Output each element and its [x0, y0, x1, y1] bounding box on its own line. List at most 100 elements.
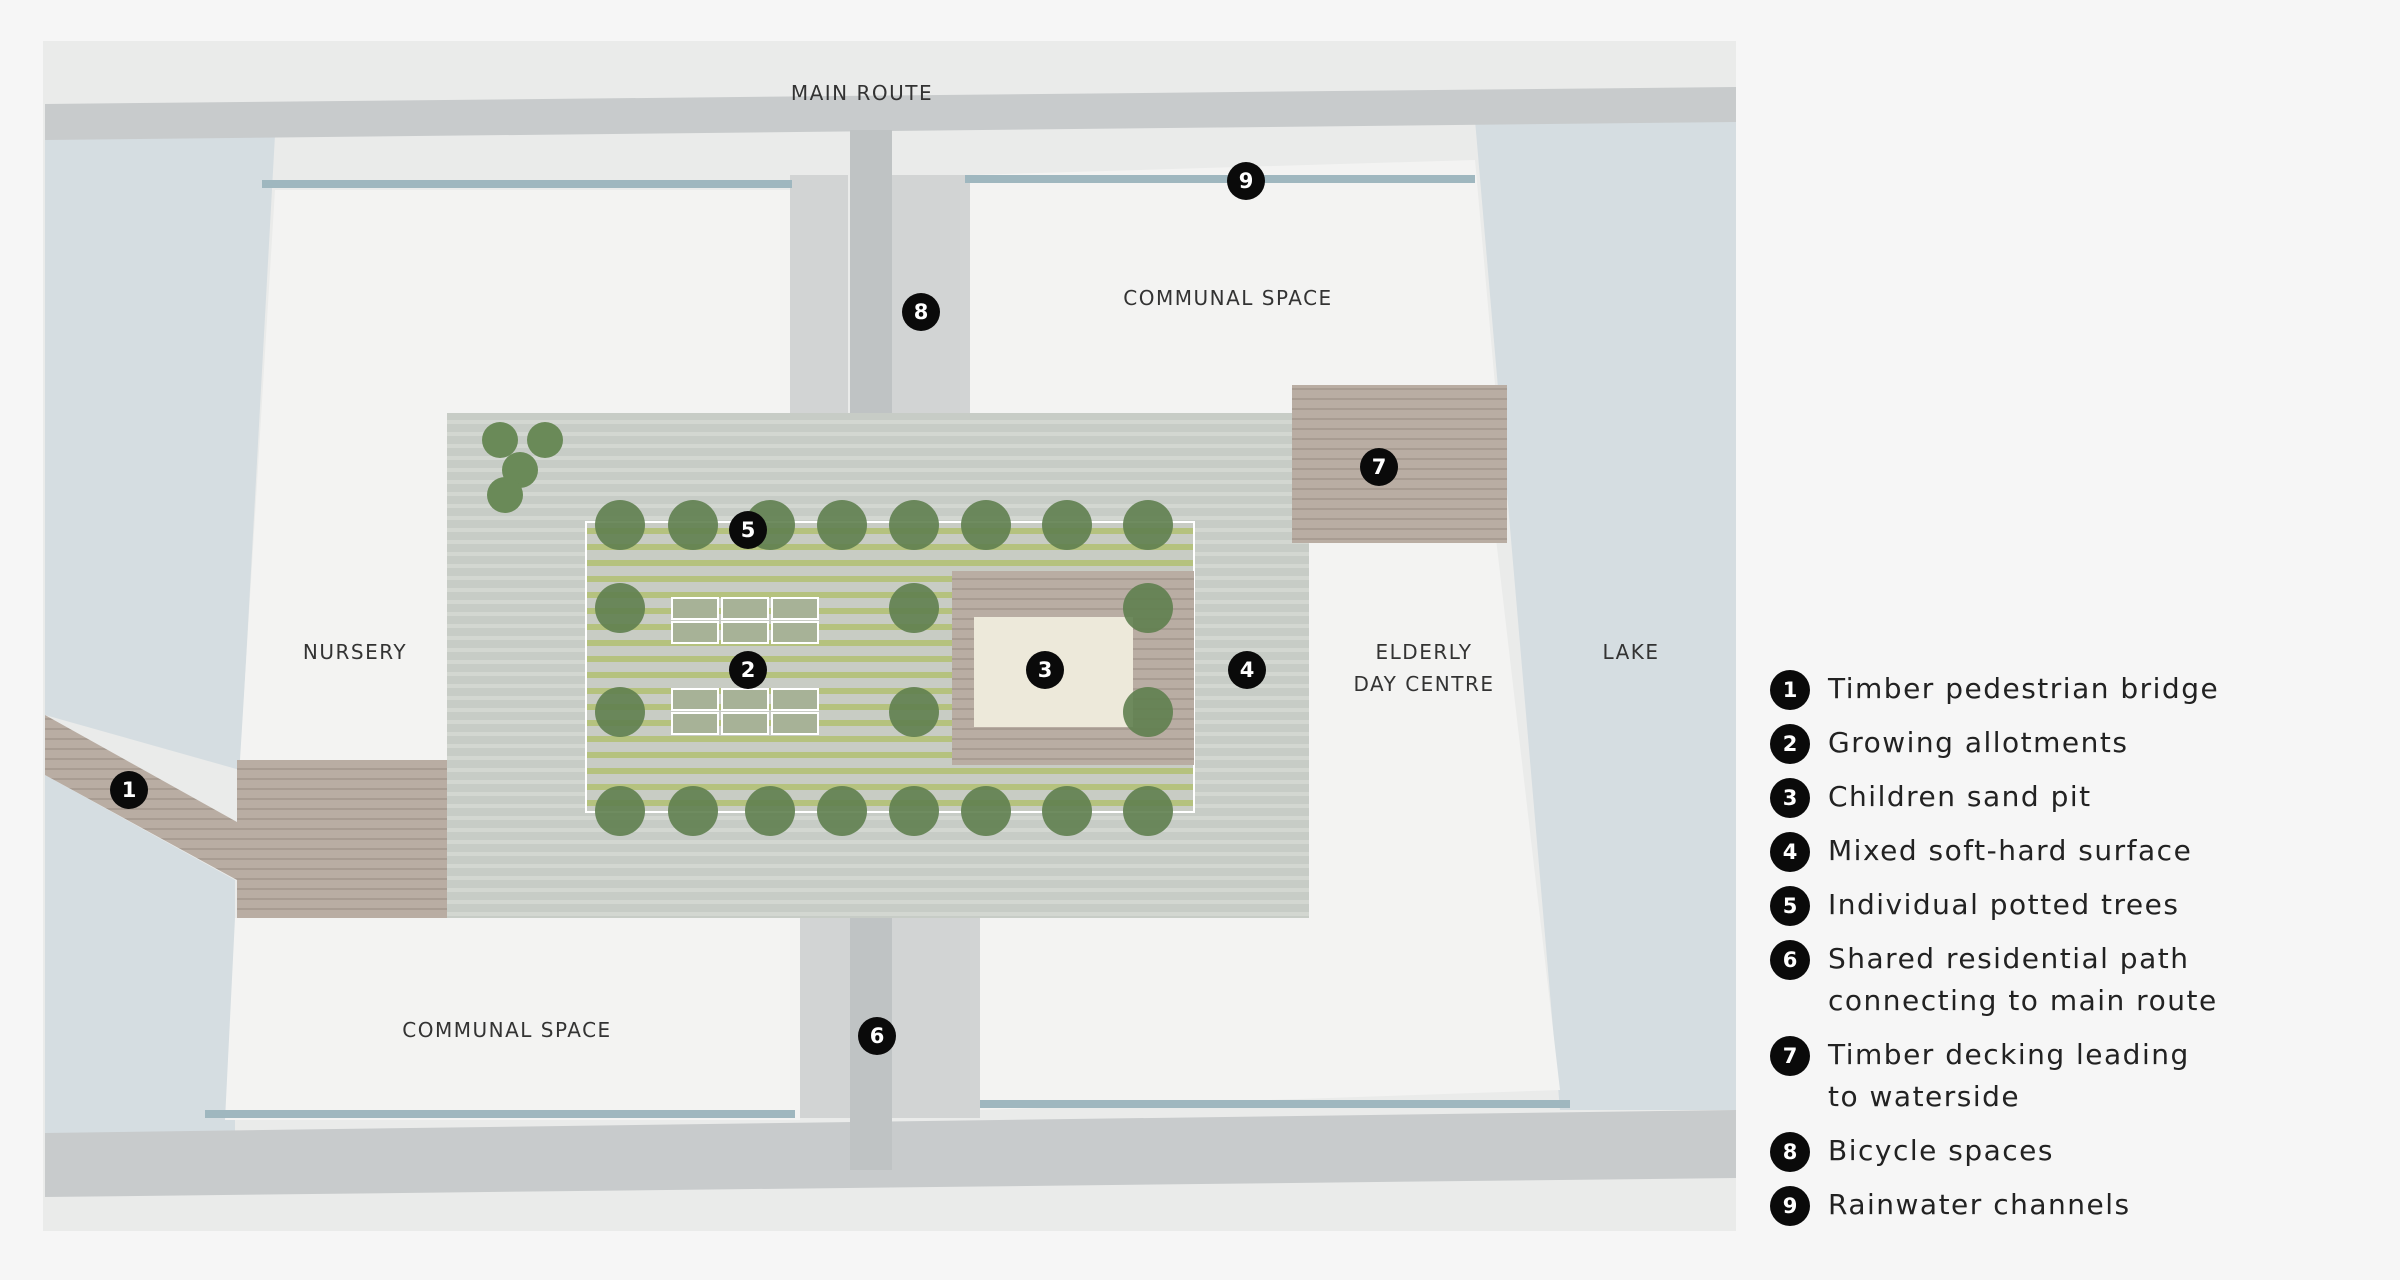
tree-icon: [961, 786, 1011, 836]
tree-icon: [595, 786, 645, 836]
north-path-west: [790, 175, 848, 415]
legend-item: 3 Children sand pit: [1770, 776, 2370, 818]
main-route-road: [45, 87, 1736, 140]
marker-circle: [1360, 448, 1398, 486]
label-communal-space-north: COMMUNAL SPACE: [1123, 286, 1332, 310]
legend-item: 6 Shared residential path connecting to m…: [1770, 938, 2370, 1022]
allotment-bed: [771, 597, 819, 620]
legend-marker: 9: [1770, 1186, 1810, 1226]
tree-icon: [817, 500, 867, 550]
allotment-bed: [721, 621, 769, 644]
legend-text: Individual potted trees: [1828, 888, 2180, 921]
legend-text: Bicycle spaces: [1828, 1134, 2054, 1167]
legend-marker: 8: [1770, 1132, 1810, 1172]
north-path-east: [892, 175, 970, 415]
marker-5: 5: [729, 511, 767, 549]
label-lake: LAKE: [1602, 640, 1659, 664]
marker-number: 1: [122, 778, 137, 802]
legend-marker: 1: [1770, 670, 1810, 710]
legend-text: Shared residential path connecting to ma…: [1828, 942, 2218, 1017]
legend-text: Mixed soft-hard surface: [1828, 834, 2193, 867]
allotment-bed: [771, 712, 819, 735]
south-path-west: [800, 918, 850, 1118]
marker-circle: [1227, 162, 1265, 200]
tree-icon: [595, 500, 645, 550]
marker-circle: [729, 511, 767, 549]
lake-east: [1475, 120, 1736, 1110]
allotment-bed: [771, 621, 819, 644]
legend-marker: 7: [1770, 1036, 1810, 1076]
marker-number: 8: [914, 300, 929, 324]
nursery-block: [240, 190, 790, 760]
elderly-block: [980, 530, 1560, 1110]
marker-6: 6: [858, 1017, 896, 1055]
legend-item: 2 Growing allotments: [1770, 722, 2370, 764]
tree-icon: [668, 786, 718, 836]
rainwater-channel: [980, 1100, 1570, 1108]
legend-item: 8 Bicycle spaces: [1770, 1130, 2370, 1172]
marker-3: 3: [1026, 651, 1064, 689]
legend-marker: 4: [1770, 832, 1810, 872]
tree-icon: [1123, 687, 1173, 737]
legend: 1 Timber pedestrian bridge 2 Growing allotm…: [1770, 668, 2370, 1238]
marker-9: 9: [1227, 162, 1265, 200]
potted-trees: [482, 422, 1173, 836]
marker-number: 2: [741, 658, 756, 682]
marker-2: 2: [729, 651, 767, 689]
marker-number: 6: [870, 1024, 885, 1048]
legend-text: Timber pedestrian bridge: [1828, 672, 2220, 705]
allotment-bed: [721, 597, 769, 620]
south-path-east: [892, 918, 980, 1118]
tree-icon: [595, 583, 645, 633]
marker-number: 9: [1239, 169, 1254, 193]
allotment-bed: [671, 688, 719, 711]
marker-1: 1: [110, 771, 148, 809]
legend-text: Growing allotments: [1828, 726, 2129, 759]
legend-marker: 3: [1770, 778, 1810, 818]
marker-circle: [858, 1017, 896, 1055]
tree-icon: [889, 500, 939, 550]
rainwater-channel: [965, 175, 1475, 183]
marker-7: 7: [1360, 448, 1398, 486]
allotment-bed: [721, 712, 769, 735]
marker-number: 3: [1038, 658, 1053, 682]
legend-item: 5 Individual potted trees: [1770, 884, 2370, 926]
legend-item: 7 Timber decking leading to waterside: [1770, 1034, 2370, 1118]
allotment-bed: [721, 688, 769, 711]
lake-west: [45, 135, 275, 770]
tree-icon: [1123, 583, 1173, 633]
lake-west-south: [45, 775, 235, 1135]
legend-marker: 5: [1770, 886, 1810, 926]
tree-icon: [1042, 786, 1092, 836]
communal-south-block: [225, 918, 800, 1120]
label-main-route: MAIN ROUTE: [791, 81, 933, 105]
legend-text: Timber decking leading to waterside: [1828, 1038, 2190, 1113]
marker-circle: [902, 293, 940, 331]
timber-bridge: [45, 715, 447, 918]
allotment-bed: [671, 597, 719, 620]
marker-number: 4: [1240, 658, 1255, 682]
label-elderly: ELDERLY: [1376, 640, 1473, 664]
tree-icon: [482, 422, 518, 458]
legend-marker: 6: [1770, 940, 1810, 980]
legend-item: 1 Timber pedestrian bridge: [1770, 668, 2370, 710]
tree-icon: [668, 500, 718, 550]
legend-marker: 2: [1770, 724, 1810, 764]
marker-8: 8: [902, 293, 940, 331]
tree-icon: [817, 786, 867, 836]
label-communal-space-south: COMMUNAL SPACE: [402, 1018, 611, 1042]
allotment-bed: [671, 621, 719, 644]
rainwater-channel: [205, 1110, 795, 1118]
rainwater-channel: [262, 180, 792, 188]
timber-decking: [1292, 385, 1507, 543]
tree-icon: [1123, 500, 1173, 550]
growing-allotments: [671, 597, 819, 735]
marker-circle: [729, 651, 767, 689]
marker-number: 5: [741, 518, 756, 542]
tree-icon: [1123, 786, 1173, 836]
tree-icon: [595, 687, 645, 737]
marker-circle: [1228, 651, 1266, 689]
legend-text: Children sand pit: [1828, 780, 2092, 813]
